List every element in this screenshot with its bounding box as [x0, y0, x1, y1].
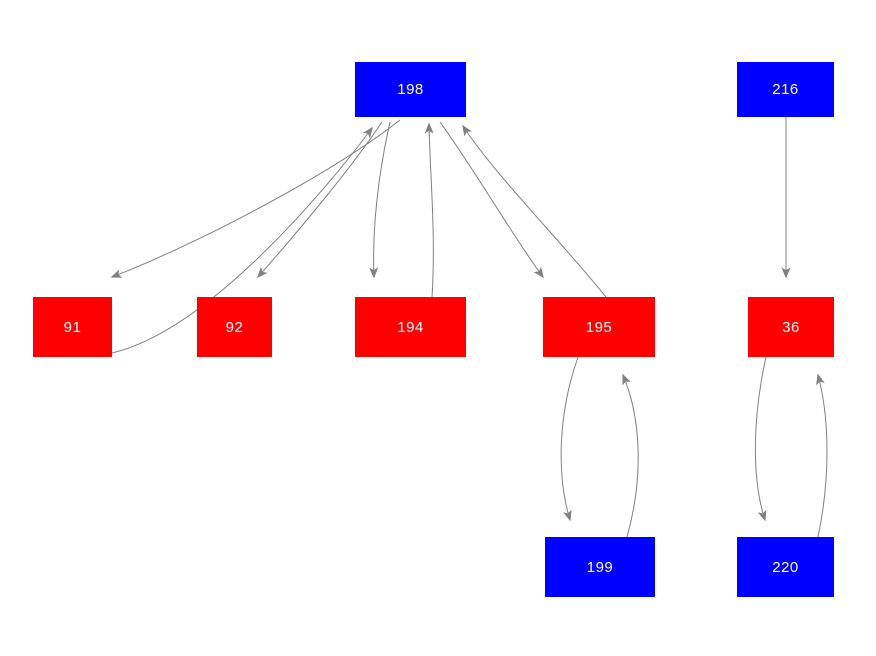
graph-edge-220-to-36 — [816, 373, 828, 538]
graph-node-label: 195 — [585, 318, 613, 336]
graph-node-label: 92 — [225, 318, 244, 336]
graph-edge-198-to-195 — [439, 121, 544, 279]
graph-edge-199-to-195 — [622, 373, 639, 538]
graph-edge-198-to-92 — [257, 121, 383, 279]
graph-node-label: 199 — [586, 558, 614, 576]
graph-node-label: 36 — [782, 318, 800, 336]
graph-node-195[interactable]: 195 — [543, 297, 655, 357]
graph-node-198[interactable]: 198 — [355, 62, 466, 117]
graph-node-label: 216 — [772, 81, 799, 98]
graph-node-label: 194 — [397, 318, 424, 336]
graph-node-194[interactable]: 194 — [355, 297, 466, 357]
graph-node-91[interactable]: 91 — [33, 297, 112, 357]
graph-node-216[interactable]: 216 — [737, 62, 834, 117]
graph-node-92[interactable]: 92 — [197, 297, 272, 357]
graph-edge-198-to-194 — [369, 121, 391, 279]
graph-edge-195-to-199 — [560, 356, 579, 522]
graph-edge-198-to-91 — [110, 119, 401, 278]
graph-node-220[interactable]: 220 — [737, 537, 834, 597]
graph-node-label: 198 — [397, 81, 424, 98]
graph-edge-194-to-198 — [424, 122, 434, 298]
graph-edge-195-to-198 — [462, 124, 607, 298]
graph-edges — [110, 117, 828, 538]
graph-node-199[interactable]: 199 — [545, 537, 655, 597]
graph-node-label: 91 — [63, 318, 82, 336]
graph-edge-91-to-198 — [111, 126, 373, 354]
graph-node-label: 220 — [772, 558, 799, 576]
graph-node-36[interactable]: 36 — [748, 297, 834, 357]
graph-edge-36-to-220 — [754, 356, 767, 522]
